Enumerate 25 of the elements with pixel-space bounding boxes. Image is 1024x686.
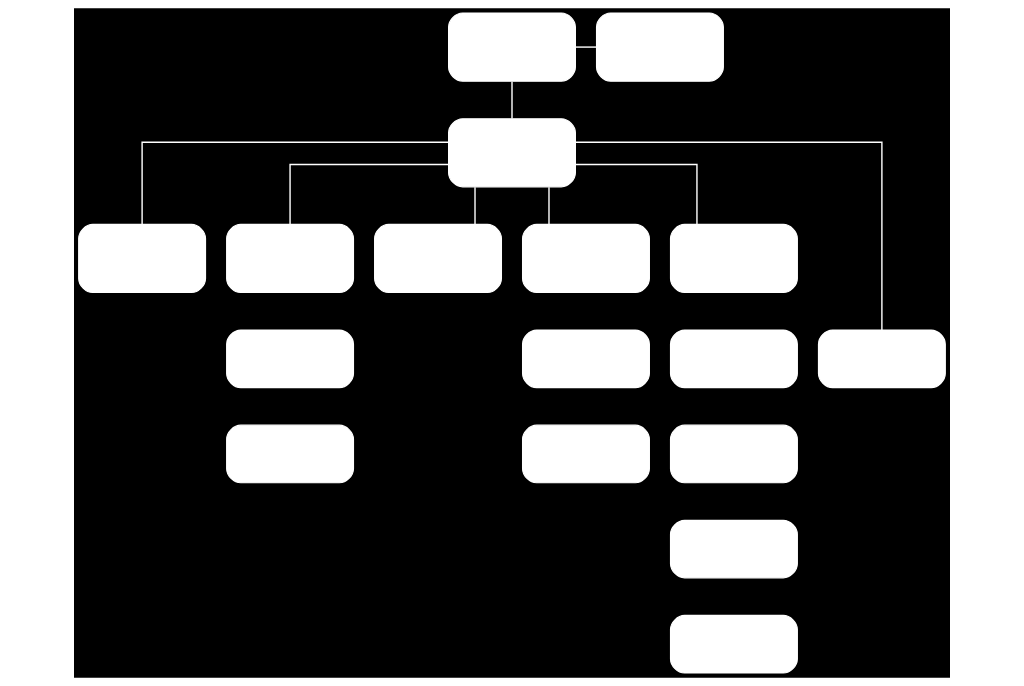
node-box (669, 424, 798, 484)
node-box (226, 223, 355, 294)
node-box (226, 424, 355, 484)
node-box (78, 223, 207, 294)
node-box (448, 12, 576, 82)
connector (574, 163, 698, 225)
node-box (669, 329, 798, 389)
node-box (522, 223, 650, 294)
node-box (374, 223, 502, 294)
connector (511, 81, 513, 120)
connector (141, 141, 450, 225)
connector (474, 186, 476, 225)
node-box (669, 519, 798, 579)
connector (574, 46, 598, 48)
node-box (595, 12, 724, 82)
node-box (669, 223, 798, 294)
node-box (669, 614, 798, 674)
node-box (522, 329, 650, 389)
connector (574, 141, 883, 331)
node-box (448, 118, 576, 188)
node-box (522, 424, 650, 484)
connector (289, 163, 450, 225)
node-box (226, 329, 355, 389)
connector (548, 186, 550, 225)
node-box (817, 329, 946, 389)
